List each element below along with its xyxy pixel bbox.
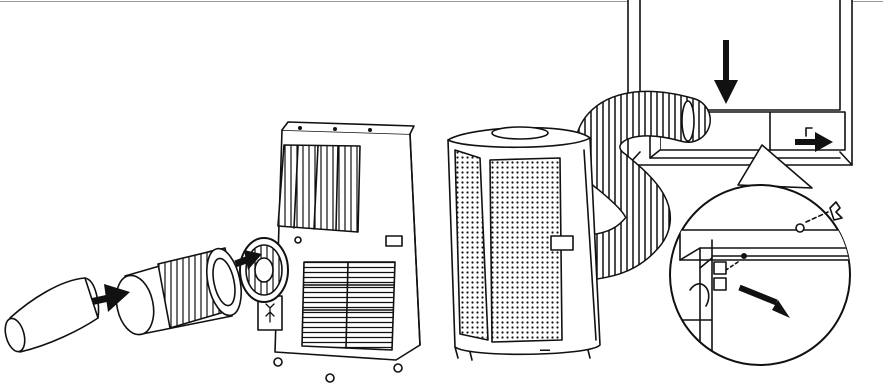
unit-rear-view	[257, 121, 421, 383]
hose-connector-rear	[239, 237, 289, 303]
detail-zoom-circle	[669, 184, 851, 366]
arrow-right-icon	[795, 132, 833, 152]
svg-text:▬▬: ▬▬	[540, 347, 550, 353]
screw-icon	[725, 253, 747, 271]
exhaust-hose	[562, 90, 711, 281]
upper-grille	[277, 144, 361, 233]
loose-hose	[115, 247, 242, 336]
lower-filter	[301, 261, 396, 351]
arrow-right-icon	[738, 284, 790, 318]
window-slider-adapter	[4, 277, 100, 353]
wing-screw-icon	[795, 201, 843, 233]
unit-front-view: ▬▬	[447, 126, 601, 361]
arrow-down-icon	[714, 40, 738, 104]
arrow-right-icon	[234, 250, 262, 270]
